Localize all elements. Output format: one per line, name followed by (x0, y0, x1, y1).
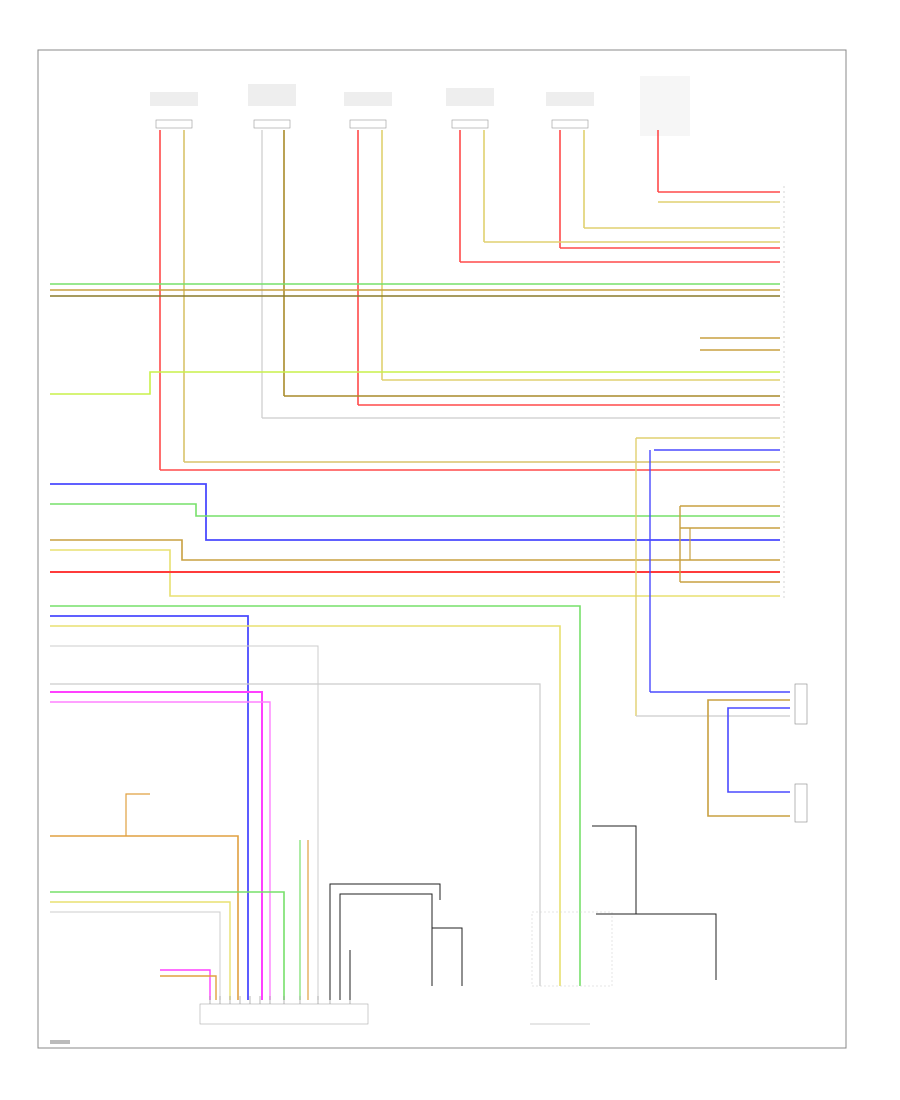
top-component-3 (344, 92, 392, 129)
wire-yellow-bottom (50, 901, 231, 1000)
wire-magenta-v (50, 691, 263, 1000)
diagram-frame (37, 49, 847, 1049)
wire-blue-loop (727, 707, 790, 793)
wire-orange-stub (125, 793, 150, 836)
wire-blue-v-bottom (50, 615, 249, 1000)
wire-green-v-bottom (50, 605, 581, 986)
right-rear-speaker (794, 783, 808, 823)
top-component-4 (446, 88, 494, 129)
ground-marker (50, 1040, 70, 1044)
top-component-5 (546, 92, 594, 129)
wire-blue-h2 (50, 483, 780, 541)
center-component-wire1 (329, 883, 441, 1000)
wire-brown-loop (707, 699, 790, 817)
wire-orange-bottom (50, 835, 239, 1000)
bottom-connector-pins (209, 996, 351, 1004)
center-component-wire3 (432, 927, 463, 986)
wire-brown-h5 (50, 539, 780, 561)
center-component-wire2 (339, 893, 433, 1000)
wire-gray-bottom (50, 911, 221, 1000)
wire-green-bottom (50, 891, 285, 1000)
right-rear-component (794, 683, 808, 725)
wire-green-h2 (50, 503, 780, 517)
wire-magenta-stub (160, 969, 211, 1000)
right-lower-wire1 (592, 825, 637, 914)
right-lower-wire2 (596, 913, 717, 980)
bottom-connector (199, 1003, 369, 1025)
right-lower-component (531, 911, 613, 987)
top-component-1 (150, 92, 198, 129)
wire-pink-v (50, 701, 271, 1000)
wire-lime-h1 (50, 371, 780, 395)
wire-gray-v-2 (50, 683, 541, 986)
top-component-6 (640, 76, 690, 136)
wire-orange-stub2 (160, 975, 217, 1000)
top-component-2 (248, 84, 296, 129)
wire-gray-v-bottom (50, 645, 319, 1000)
wire-yellow-v-bottom (50, 625, 561, 986)
